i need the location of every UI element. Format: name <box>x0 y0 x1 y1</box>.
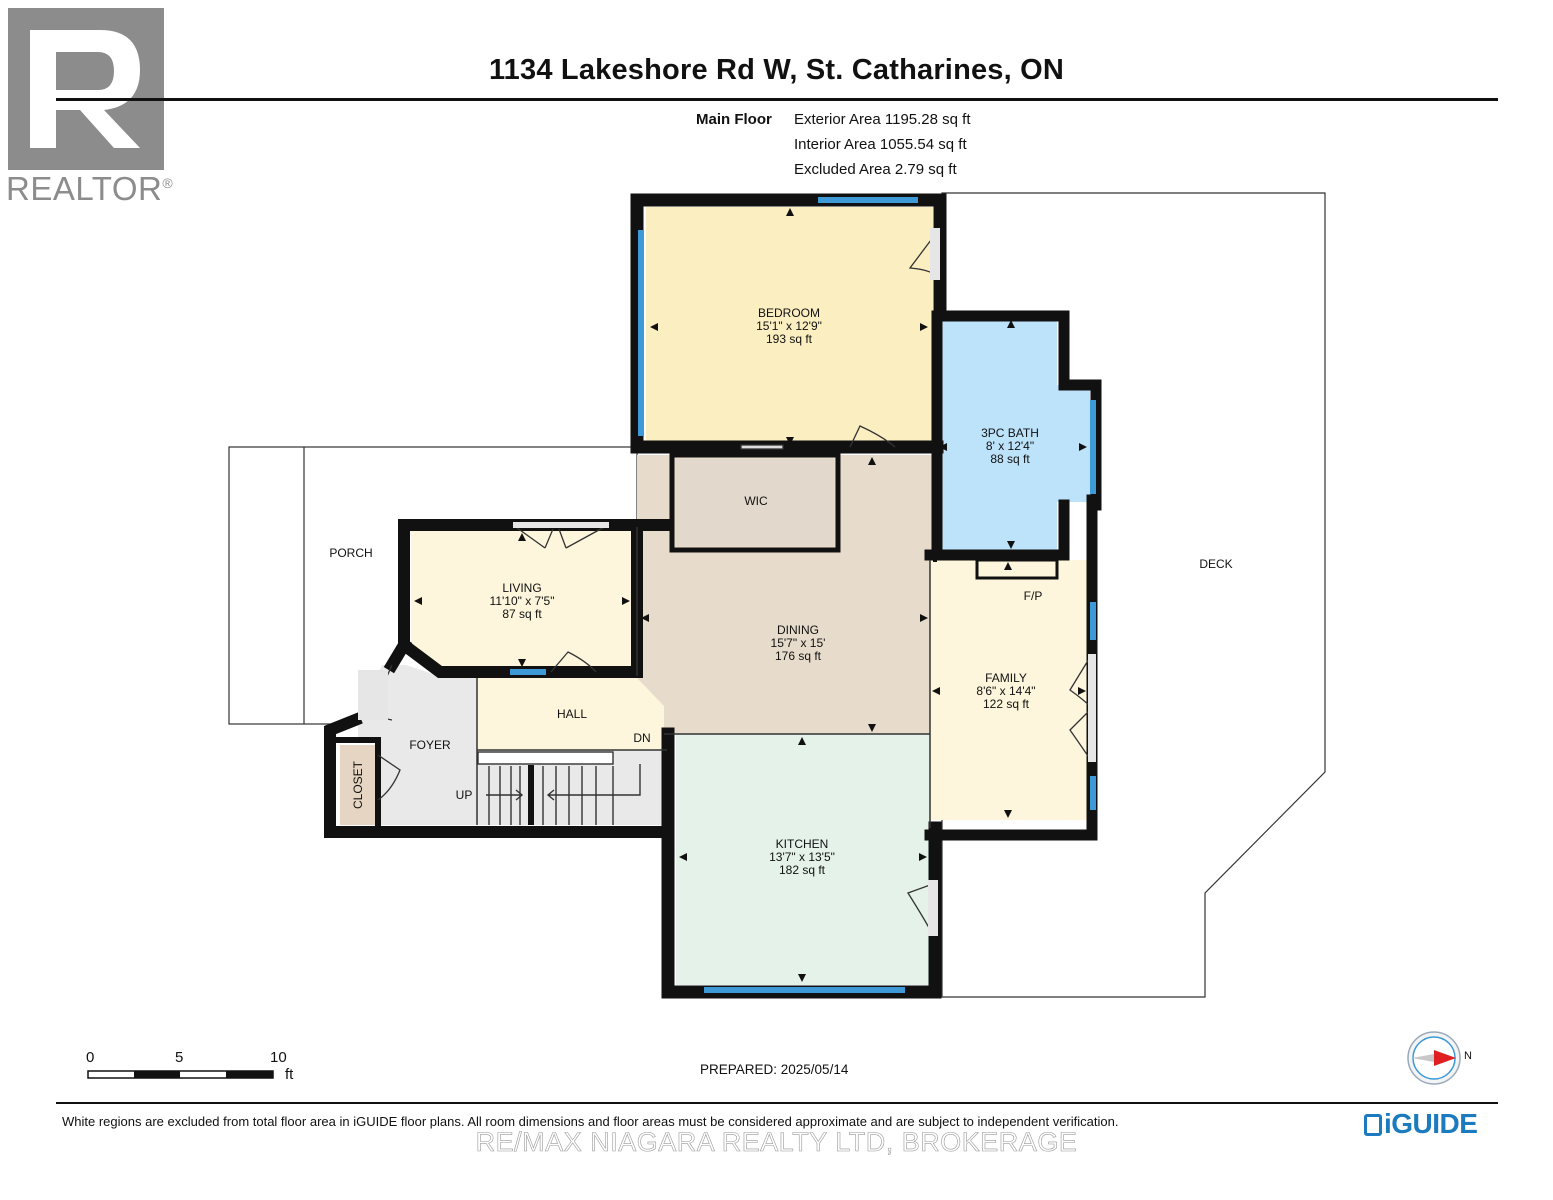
iguide-mark-icon <box>1364 1114 1382 1136</box>
family-area: 122 sq ft <box>983 697 1030 711</box>
prepared-date: PREPARED: 2025/05/14 <box>700 1062 849 1077</box>
realtor-logo-icon <box>8 8 164 170</box>
hall-name: HALL <box>557 707 587 721</box>
disclaimer-text: White regions are excluded from total fl… <box>62 1114 1119 1129</box>
kitchen-fill <box>676 734 930 985</box>
family-dims: 8'6" x 14'4" <box>976 684 1035 698</box>
closet-name: CLOSET <box>351 760 365 809</box>
closet-fill <box>340 745 377 825</box>
floor-label: Main Floor <box>696 111 772 128</box>
scale-unit: ft <box>285 1066 294 1083</box>
living-area: 87 sq ft <box>502 607 542 621</box>
foyer-name: FOYER <box>409 738 451 752</box>
dimension-arrows <box>414 208 1087 982</box>
scale-bar <box>87 1070 274 1079</box>
bedroom-name: BEDROOM <box>758 306 820 320</box>
kitchen-dims: 13'7" x 13'5" <box>769 850 835 864</box>
realtor-wordmark: REALTOR® <box>6 170 174 207</box>
bedroom-area: 193 sq ft <box>766 332 813 346</box>
iguide-logo: iGUIDE <box>1364 1108 1478 1140</box>
scale-label-0: 0 <box>86 1049 95 1066</box>
family-fill <box>930 560 1090 820</box>
porch-name: PORCH <box>329 546 372 560</box>
bath-name: 3PC BATH <box>981 426 1039 440</box>
scale-label-10: 10 <box>270 1049 287 1066</box>
dining-area: 176 sq ft <box>775 649 822 663</box>
doors <box>358 227 1096 936</box>
staircase <box>477 751 641 825</box>
living-dims: 11'10" x 7'5" <box>490 594 555 608</box>
dining-dims: 15'7" x 15' <box>771 636 826 650</box>
up-label: UP <box>456 788 473 802</box>
living-name: LIVING <box>502 581 541 595</box>
footer-divider <box>56 1102 1498 1104</box>
bedroom-fill <box>646 207 933 447</box>
brokerage-watermark: RE/MAX NIAGARA REALTY LTD, BROKERAGE <box>475 1127 1078 1158</box>
dining-name: DINING <box>777 623 819 637</box>
windows <box>510 197 1096 993</box>
kitchen-name: KITCHEN <box>776 837 829 851</box>
page-title: 1134 Lakeshore Rd W, St. Catharines, ON <box>488 54 1065 86</box>
wic-name: WIC <box>744 494 768 508</box>
bath-fill <box>936 319 1090 551</box>
hall-fill <box>477 678 664 750</box>
bedroom-dims: 15'1" x 12'9" <box>756 319 822 333</box>
scale-label-5: 5 <box>175 1049 184 1066</box>
living-fill <box>411 530 632 670</box>
wic-fill <box>676 459 834 546</box>
bath-dims: 8' x 12'4" <box>986 439 1034 453</box>
kitchen-area: 182 sq ft <box>779 863 826 877</box>
family-name: FAMILY <box>985 671 1027 685</box>
fireplace <box>975 558 1059 580</box>
fp-name: F/P <box>1024 589 1043 603</box>
compass-icon <box>1404 1030 1476 1086</box>
excluded-area: Excluded Area 2.79 sq ft <box>794 161 957 178</box>
compass-label: N <box>1464 1050 1472 1062</box>
dn-label: DN <box>633 731 650 745</box>
bath-area: 88 sq ft <box>990 452 1030 466</box>
title-divider <box>56 98 1498 101</box>
deck-name: DECK <box>1199 557 1232 571</box>
interior-lines <box>476 527 931 828</box>
interior-area: Interior Area 1055.54 sq ft <box>794 136 967 153</box>
exterior-area: Exterior Area 1195.28 sq ft <box>794 111 971 128</box>
